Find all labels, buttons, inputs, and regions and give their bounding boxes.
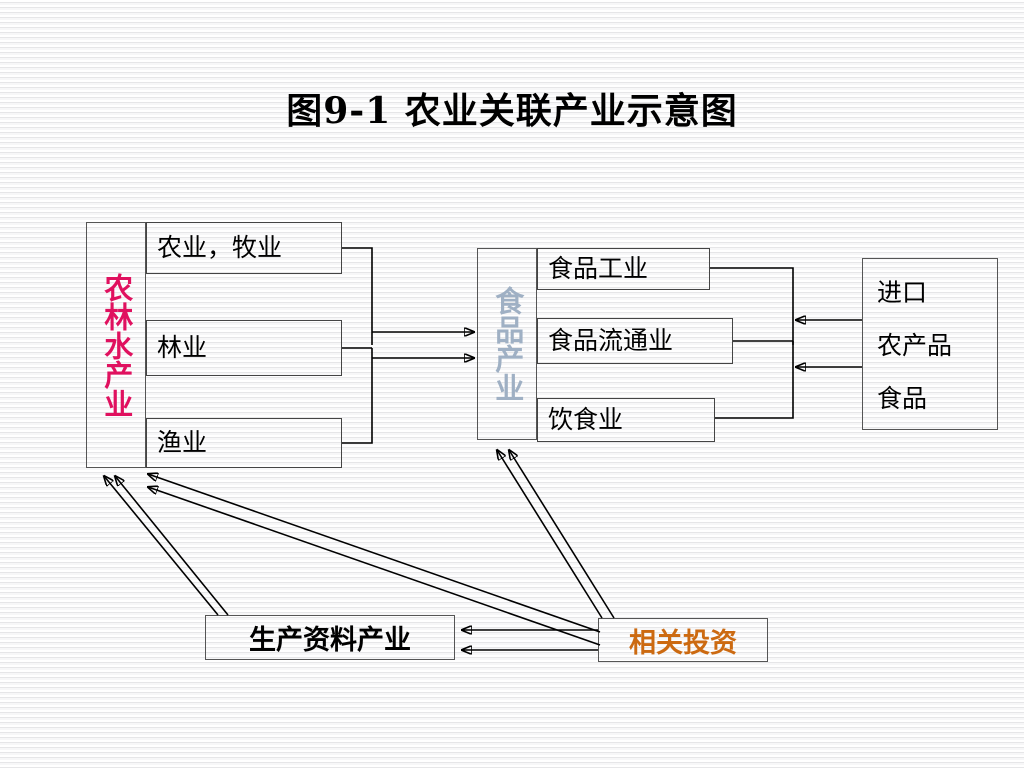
arrow-materials-to-primary-b <box>115 476 229 616</box>
food-item-box-1[interactable]: 食品工业 <box>537 248 710 290</box>
food-item-box-2[interactable]: 食品流通业 <box>537 318 733 364</box>
food-item-label-3: 饮食业 <box>548 405 624 435</box>
arrow-investment-to-food-b <box>509 450 615 619</box>
primary-item-box-3[interactable]: 渔业 <box>146 418 342 468</box>
related-investment-box[interactable]: 相关投资 <box>598 618 768 662</box>
imports-box[interactable]: 进口 农产品 食品 <box>862 258 998 430</box>
food-item-label-2: 食品流通业 <box>548 326 674 356</box>
materials-industry-box[interactable]: 生产资料产业 <box>205 615 455 660</box>
imports-line-3: 食品 <box>877 383 928 413</box>
arrow-investment-to-food-a <box>497 450 603 619</box>
imports-line-2: 农产品 <box>877 330 953 360</box>
primary-item-box-1[interactable]: 农业，牧业 <box>146 222 342 274</box>
group-label-primary: 农林水产业 <box>86 222 146 468</box>
primary-bracket-top <box>342 247 373 345</box>
food-item-label-1: 食品工业 <box>548 254 649 284</box>
imports-line-1: 进口 <box>877 278 928 308</box>
group-label-food: 食品产业 <box>477 248 537 440</box>
arrow-materials-to-primary-a <box>104 476 219 616</box>
primary-bracket-bottom <box>342 348 373 444</box>
primary-item-label-3: 渔业 <box>157 428 208 458</box>
primary-item-box-2[interactable]: 林业 <box>146 320 342 376</box>
materials-industry-label: 生产资料产业 <box>249 625 411 656</box>
food-item-box-3[interactable]: 饮食业 <box>537 398 715 442</box>
arrow-investment-to-primary-a <box>148 474 601 633</box>
related-investment-label: 相关投资 <box>629 627 737 659</box>
primary-item-label-2: 林业 <box>157 333 208 363</box>
primary-item-label-1: 农业，牧业 <box>157 233 283 263</box>
page-title: 图9-1 农业关联产业示意图 <box>286 90 738 132</box>
